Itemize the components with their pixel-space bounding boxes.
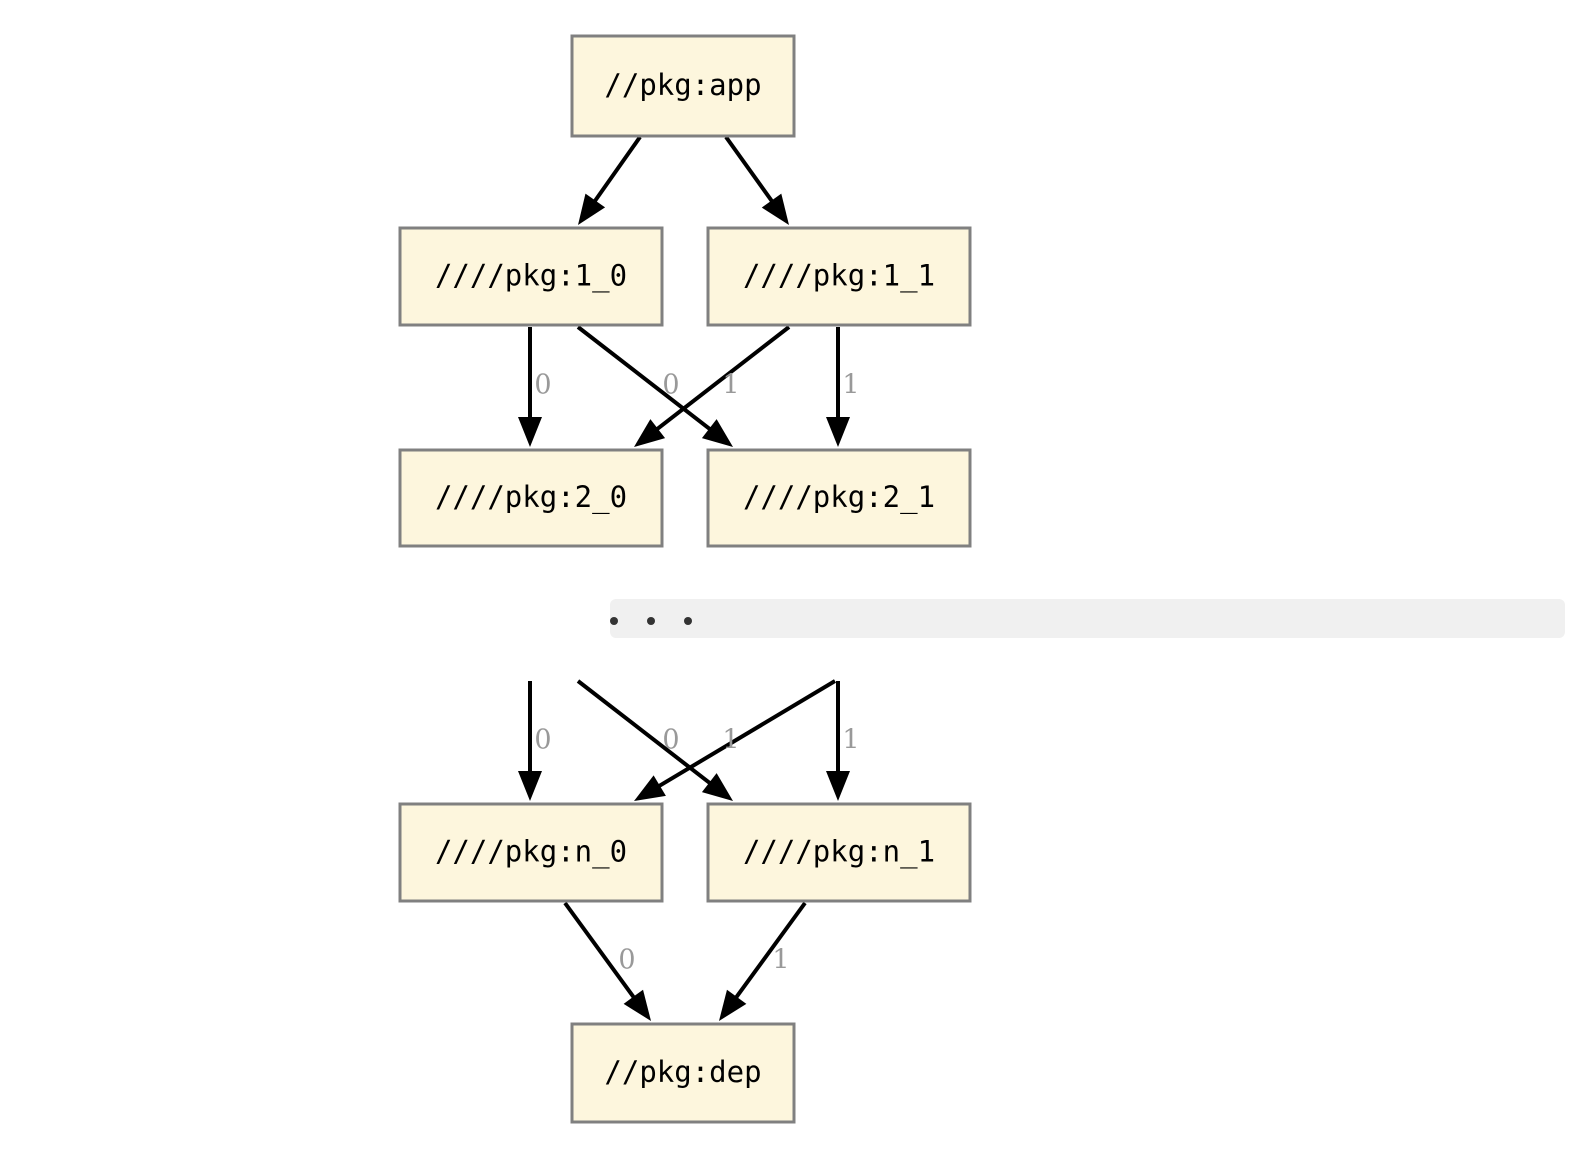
graph-edge bbox=[578, 135, 642, 225]
graph-edge bbox=[576, 325, 733, 447]
edge-label: 1 bbox=[842, 725, 859, 756]
graph-edge bbox=[826, 681, 850, 801]
graph-node-n1_1[interactable]: ////pkg:1_1 bbox=[706, 226, 972, 327]
graph-node-n1_0[interactable]: ////pkg:1_0 bbox=[398, 226, 664, 327]
edge-arrowhead-icon bbox=[634, 419, 666, 447]
node-box[interactable] bbox=[398, 226, 664, 327]
ellipsis-band bbox=[610, 599, 1565, 638]
nodes-layer: //pkg:app ////pkg:1_0 ////pkg:1_1 ////pkg:2… bbox=[398, 34, 972, 1124]
ellipsis-dot bbox=[647, 617, 655, 625]
edge-arrowhead-icon bbox=[518, 771, 542, 801]
edge-label: 1 bbox=[772, 945, 789, 976]
edge-arrowhead-icon bbox=[701, 419, 733, 447]
edge-line bbox=[731, 901, 807, 1003]
edge-arrowhead-icon bbox=[719, 989, 747, 1021]
node-label: ////pkg:1_0 bbox=[435, 259, 627, 294]
edge-arrowhead-icon bbox=[634, 775, 666, 801]
node-label: ////pkg:n_1 bbox=[743, 835, 935, 870]
node-box[interactable] bbox=[570, 1022, 796, 1124]
edge-line bbox=[590, 135, 642, 207]
edge-arrowhead-icon bbox=[701, 773, 733, 801]
graph-edge bbox=[518, 681, 542, 801]
edge-label: 0 bbox=[662, 370, 679, 401]
edge-label: 0 bbox=[534, 725, 551, 756]
edge-arrowhead-icon bbox=[518, 417, 542, 447]
edge-arrowhead-icon bbox=[578, 193, 606, 225]
edges-layer bbox=[518, 135, 850, 1021]
graph-edge bbox=[563, 901, 651, 1021]
node-box[interactable] bbox=[706, 226, 972, 327]
node-label: //pkg:app bbox=[604, 68, 761, 102]
node-label: ////pkg:1_1 bbox=[743, 259, 935, 294]
node-label: ////pkg:n_0 bbox=[435, 835, 627, 870]
node-label: ////pkg:2_0 bbox=[435, 480, 627, 515]
edge-label: 1 bbox=[842, 370, 859, 401]
graph-edge bbox=[634, 325, 791, 447]
edge-label: 1 bbox=[722, 370, 739, 401]
edge-arrowhead-icon bbox=[623, 989, 651, 1021]
graph-node-app[interactable]: //pkg:app bbox=[570, 34, 796, 138]
edge-label: 1 bbox=[722, 725, 739, 756]
node-box[interactable] bbox=[398, 448, 664, 548]
edge-arrowhead-icon bbox=[826, 417, 850, 447]
graph-edge bbox=[634, 679, 837, 801]
edge-line bbox=[724, 135, 777, 207]
ellipsis-dot bbox=[684, 617, 692, 625]
graph-edge bbox=[724, 135, 789, 225]
graph-node-dep[interactable]: //pkg:dep bbox=[570, 1022, 796, 1124]
edge-label: 0 bbox=[618, 945, 635, 976]
edge-arrowhead-icon bbox=[826, 771, 850, 801]
edge-line bbox=[576, 679, 716, 788]
node-box[interactable] bbox=[706, 802, 972, 903]
graph-node-nn_1[interactable]: ////pkg:n_1 bbox=[706, 802, 972, 903]
edge-arrowhead-icon bbox=[761, 193, 789, 225]
edge-line bbox=[576, 325, 716, 434]
graph-node-n2_0[interactable]: ////pkg:2_0 bbox=[398, 448, 664, 548]
edge-line bbox=[651, 325, 791, 434]
node-box[interactable] bbox=[398, 802, 664, 903]
ellipsis-band-layer bbox=[610, 599, 1565, 638]
node-label: //pkg:dep bbox=[604, 1055, 761, 1089]
node-label: ////pkg:2_1 bbox=[743, 480, 935, 515]
edge-label: 0 bbox=[662, 725, 679, 756]
node-box[interactable] bbox=[570, 34, 796, 138]
node-box[interactable] bbox=[706, 448, 972, 548]
graph-node-n2_1[interactable]: ////pkg:2_1 bbox=[706, 448, 972, 548]
graph-edge bbox=[719, 901, 807, 1021]
edge-line bbox=[563, 901, 639, 1003]
edge-label: 0 bbox=[534, 370, 551, 401]
edge-labels-layer: 0 1 0 1 0 1 0 1 0 1 bbox=[534, 370, 859, 976]
graph-node-nn_0[interactable]: ////pkg:n_0 bbox=[398, 802, 664, 903]
graph-edge bbox=[826, 327, 850, 447]
graph-edge bbox=[518, 327, 542, 447]
ellipsis-dot bbox=[610, 617, 618, 625]
edge-line bbox=[653, 679, 837, 791]
